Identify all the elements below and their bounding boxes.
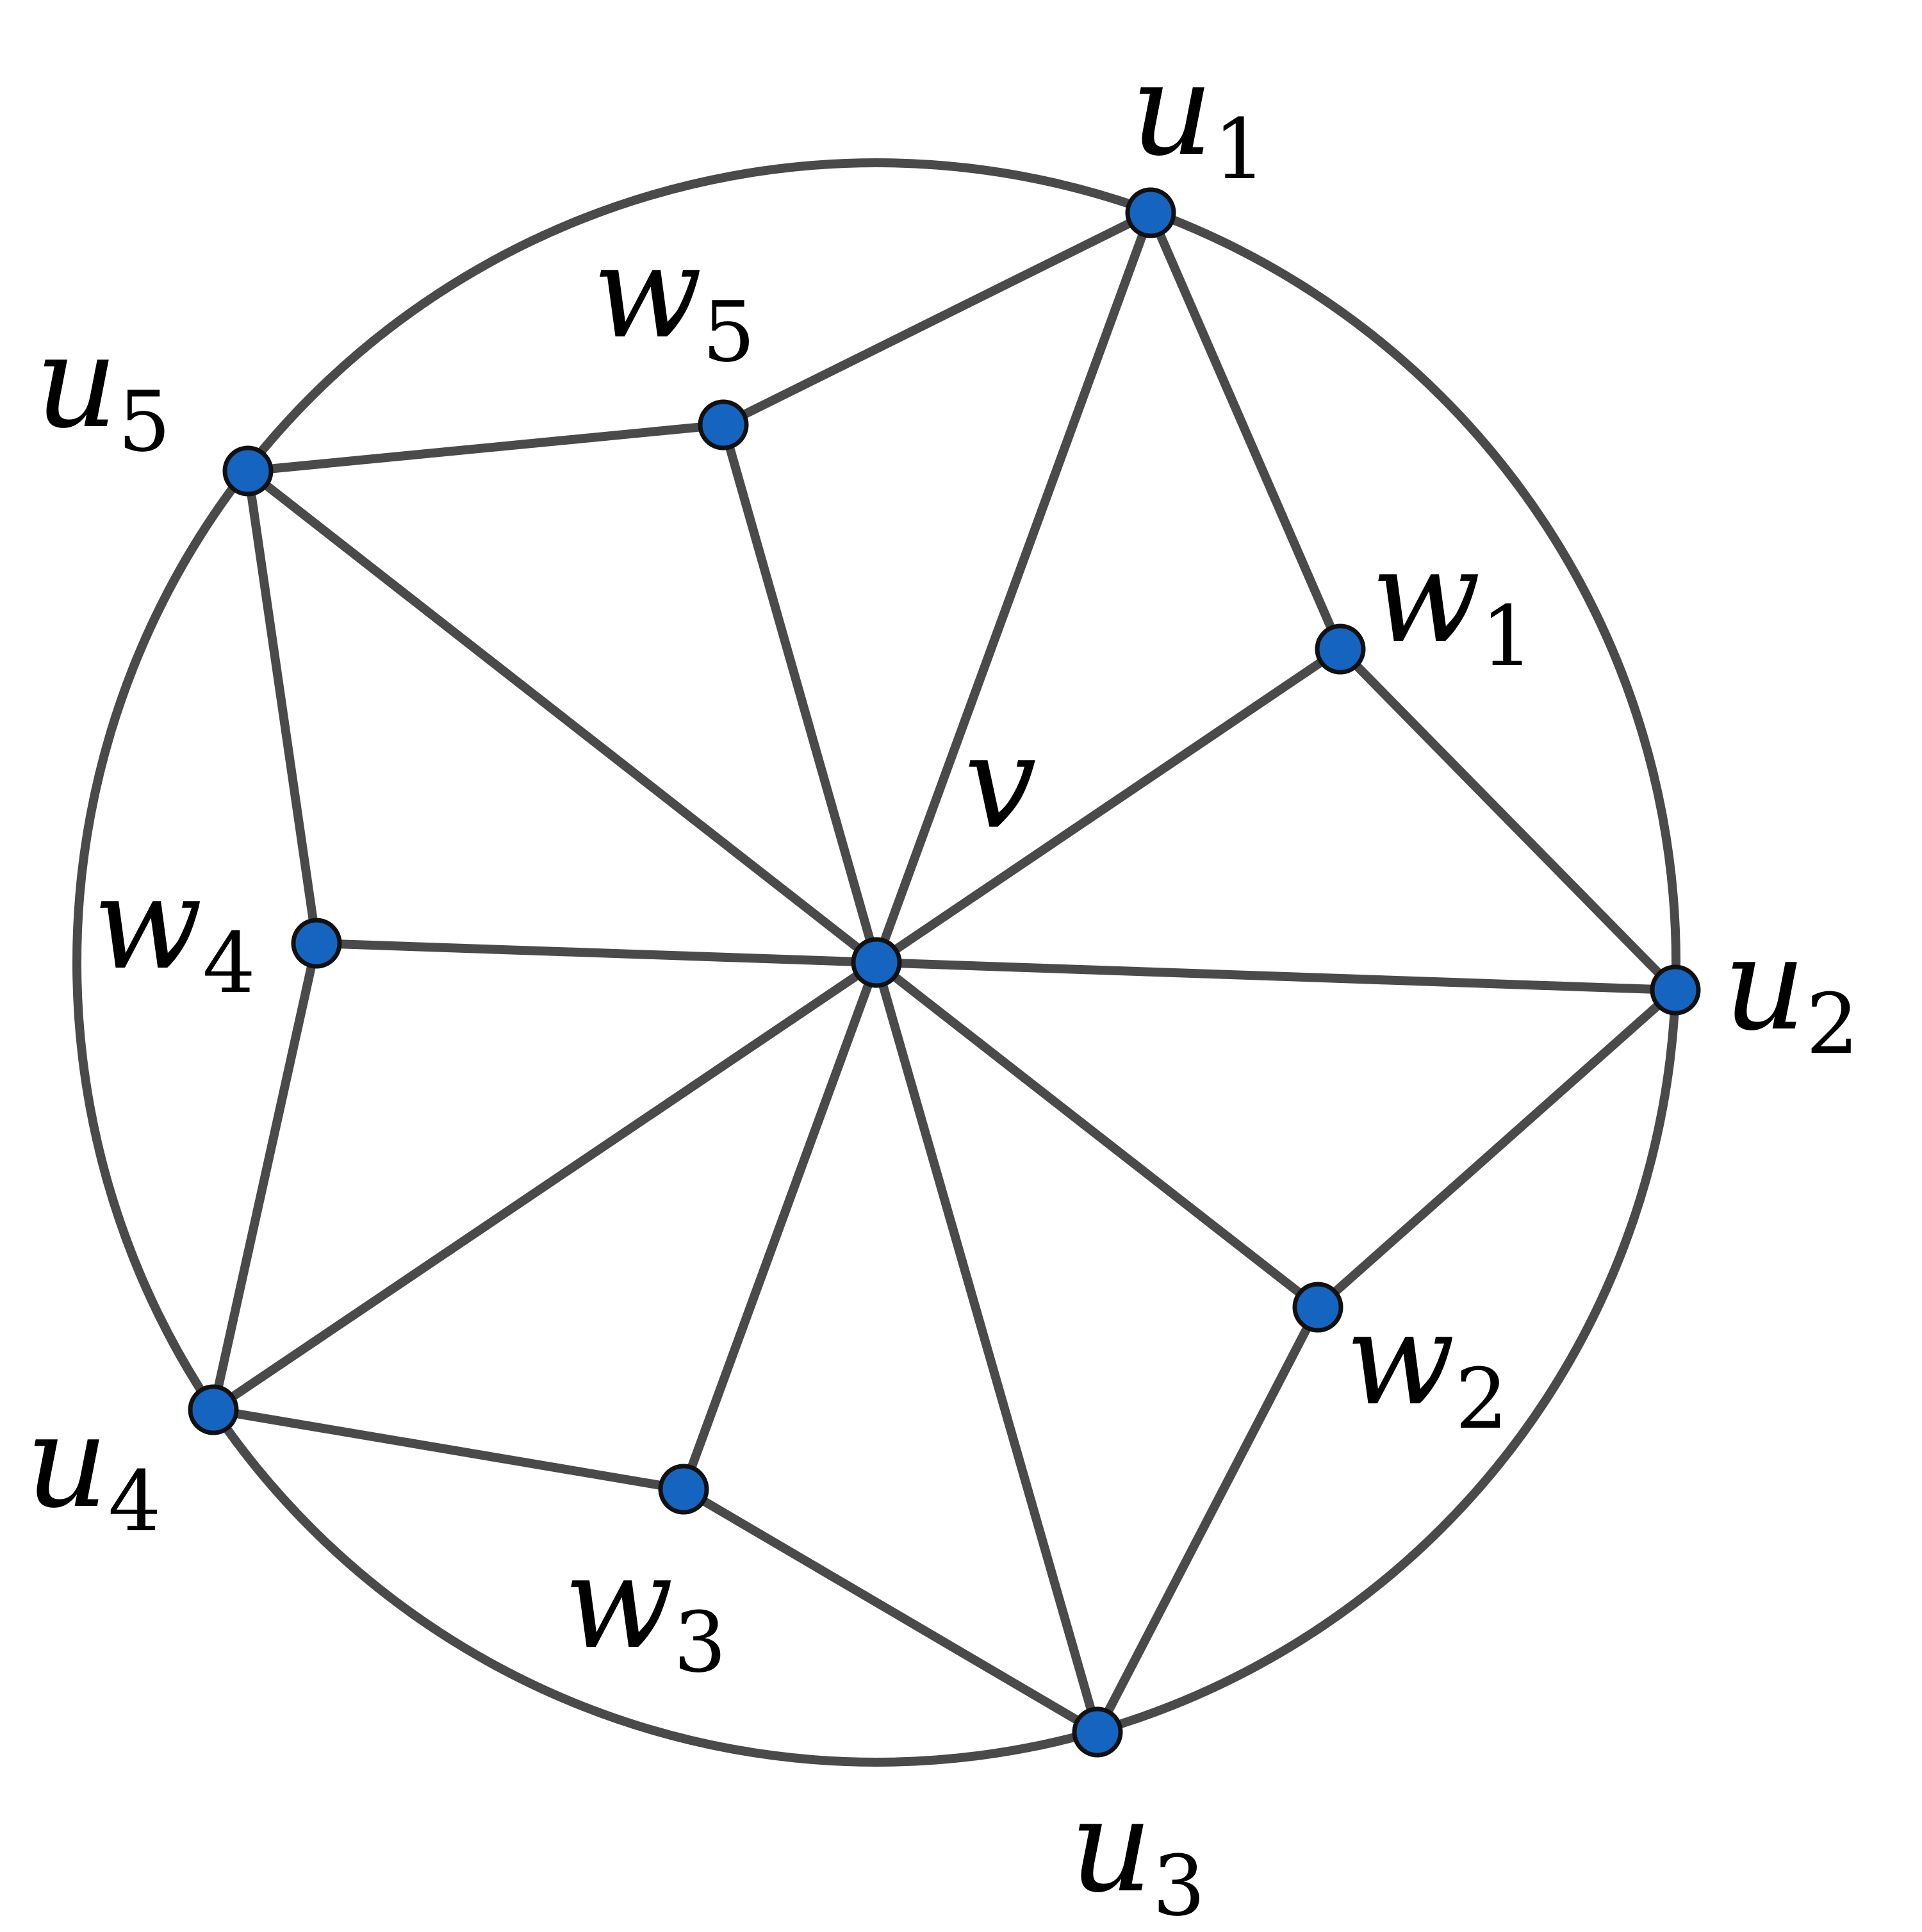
edge-w3-u4 [209, 1405, 688, 1494]
edge-u5-w5 [243, 420, 728, 475]
node-u5 [222, 445, 274, 497]
edge-v-u2 [872, 958, 1680, 995]
edge-w4-u5 [243, 466, 321, 948]
edge-v-u1 [872, 208, 1155, 967]
label-u3: u3 [1070, 1772, 1206, 1932]
node-u4 [188, 1384, 239, 1435]
edge-w5-u1 [719, 208, 1155, 429]
edge-v-w2 [872, 958, 1322, 1312]
label-w4: w4 [93, 849, 256, 1012]
edge-u3-w3 [679, 1485, 1102, 1737]
edge-u2-w2 [1313, 986, 1680, 1312]
edge-w1-u2 [1336, 645, 1680, 995]
edge-v-w4 [312, 939, 881, 967]
edge-v-w5 [719, 420, 881, 967]
edge-v-w1 [872, 645, 1345, 967]
node-u1 [1125, 187, 1176, 238]
node-u2 [1650, 964, 1701, 1016]
edge-w2-u3 [1093, 1303, 1322, 1737]
label-w2: w2 [1345, 1285, 1508, 1448]
label-u4: u4 [26, 1387, 161, 1550]
outer-cycle [72, 158, 1680, 1767]
label-u5: u5 [35, 308, 171, 470]
edge-u1-w1 [1146, 208, 1345, 654]
label-w1: w1 [1371, 522, 1534, 685]
edge-v-w3 [679, 958, 881, 1494]
edge-v-u3 [872, 958, 1102, 1737]
label-u1: u1 [1131, 35, 1267, 198]
node-w5 [698, 399, 749, 450]
label-w3: w3 [564, 1528, 727, 1691]
node-v [851, 937, 902, 988]
node-w2 [1292, 1282, 1343, 1333]
label-v: v [964, 708, 1037, 857]
edge-v-u4 [209, 958, 881, 1414]
label-w5: w5 [593, 218, 755, 381]
edge-v-u5 [243, 466, 881, 967]
label-u2: u2 [1723, 910, 1859, 1073]
node-u3 [1072, 1706, 1123, 1758]
node-w4 [291, 918, 342, 969]
edge-u4-w4 [209, 939, 321, 1414]
node-w3 [658, 1464, 709, 1515]
node-w1 [1315, 623, 1366, 675]
